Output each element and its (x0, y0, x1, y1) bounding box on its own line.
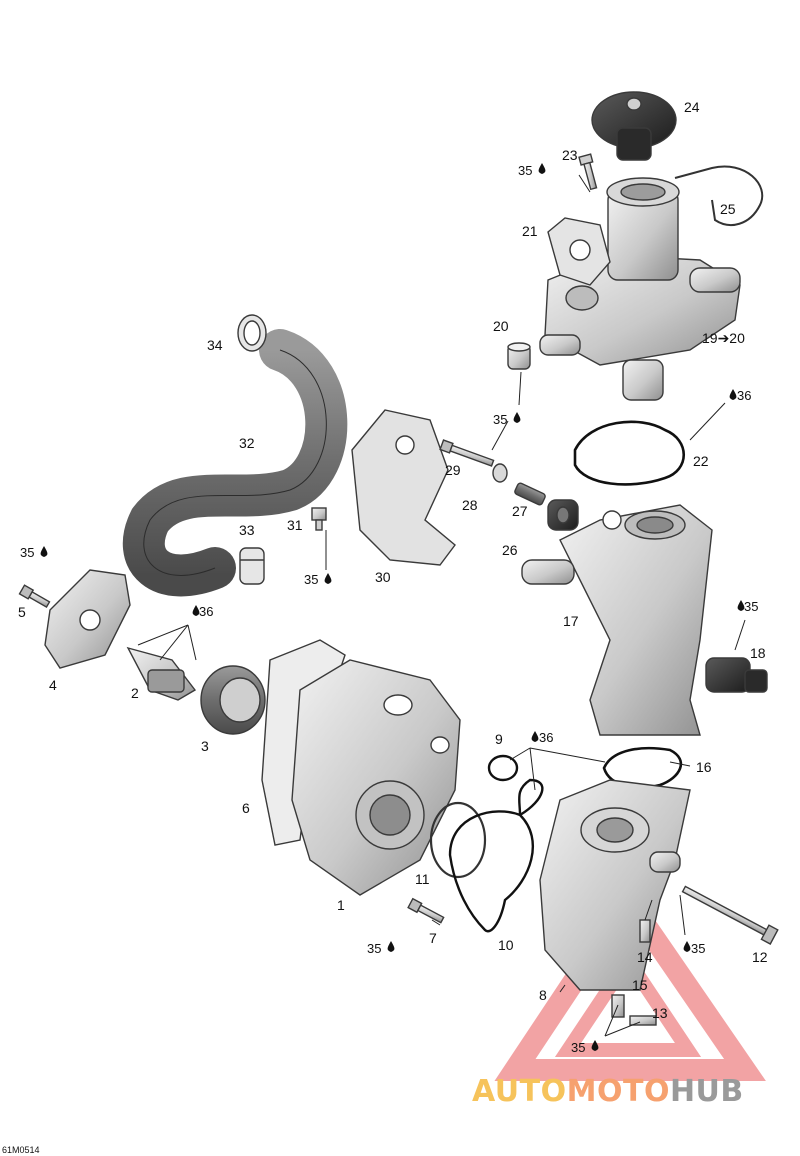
screw-14 (639, 919, 651, 943)
ref-35: 35 (493, 412, 507, 427)
ref-35: 35 (518, 163, 532, 178)
callout-28: 28 (462, 497, 478, 513)
bolt-12 (681, 885, 779, 945)
ref-36: 36 (199, 604, 213, 619)
callout-7: 7 (429, 930, 437, 946)
callout-25: 25 (720, 201, 736, 217)
water-pump-housing-17 (521, 504, 713, 736)
callout-21: 21 (522, 223, 538, 239)
callout-23: 23 (562, 147, 578, 163)
callout-33: 33 (239, 522, 255, 538)
callout-27: 27 (512, 503, 528, 519)
retaining-wire-25 (674, 165, 764, 226)
callout-9: 9 (495, 731, 503, 747)
main-housing-1 (291, 659, 461, 896)
callout-10: 10 (498, 937, 514, 953)
drop-icon (324, 573, 332, 584)
watermark-logo: AUTOMOTOHUB (472, 1074, 744, 1110)
callout-14: 14 (637, 949, 653, 965)
drop-icon (387, 941, 395, 952)
drop-icon (683, 941, 691, 952)
drop-icon (591, 1040, 599, 1051)
heat-shield-bracket (351, 409, 456, 566)
callout-11: 11 (415, 871, 430, 887)
temperature-sensor-18 (705, 657, 768, 693)
pressure-cap-24 (591, 91, 677, 161)
callout-24: 24 (684, 99, 700, 115)
watermark-triangle (494, 880, 766, 1081)
drive-plate-4 (44, 569, 131, 669)
leader-lines (137, 174, 746, 1037)
ref-35: 35 (304, 572, 318, 587)
ref-36: 36 (737, 388, 751, 403)
drop-icon (40, 546, 48, 557)
ref-35: 35 (20, 545, 34, 560)
o-ring-9 (487, 754, 519, 782)
lubricant-drop-icons (40, 163, 745, 1051)
o-ring-11 (429, 801, 487, 879)
hose-clamp-34 (237, 314, 267, 352)
screw-31 (311, 507, 327, 531)
callout-1: 1 (337, 897, 345, 913)
callout-26: 26 (502, 542, 518, 558)
drop-icon (192, 605, 200, 616)
callout-30: 30 (375, 569, 391, 585)
washer-28 (492, 463, 508, 483)
o-ring-22 (573, 420, 686, 486)
lubricant-ref-labels: 35 35 35 35 35 35 35 35 36 36 36 36 (20, 163, 758, 1055)
gasket-10 (448, 778, 544, 933)
callout-34: 34 (207, 337, 223, 353)
ref-35: 35 (571, 1040, 585, 1055)
ref-36: 36 (539, 730, 553, 745)
callout-5: 5 (18, 604, 26, 620)
callout-12: 12 (752, 949, 768, 965)
rotor-3 (200, 665, 266, 735)
screw-23 (578, 153, 598, 191)
impeller-shaft-2 (126, 646, 197, 701)
callout-16: 16 (696, 759, 712, 775)
callout-6: 6 (242, 800, 250, 816)
callout-18: 18 (750, 645, 766, 661)
callout-4: 4 (49, 677, 57, 693)
callout-20: 20 (493, 318, 509, 334)
callout-15: 15 (632, 977, 648, 993)
callout-29: 29 (445, 462, 461, 478)
callout-13: 13 (652, 1005, 668, 1021)
drop-icon (513, 412, 521, 423)
thermostat-housing-19 (539, 177, 741, 401)
callout-8: 8 (539, 987, 547, 1003)
bolt-29 (439, 439, 495, 467)
seal-20 (507, 342, 531, 370)
watermark-moto: MOTO (566, 1074, 670, 1109)
ref-35: 35 (691, 941, 705, 956)
drop-icon (531, 731, 539, 742)
screw-13 (629, 1015, 657, 1026)
pump-cover-8 (539, 779, 691, 991)
ref-35: 35 (367, 941, 381, 956)
callout-labels: 1 2 3 4 5 6 7 8 9 10 11 12 13 14 15 16 1… (18, 99, 768, 1021)
drop-icon (538, 163, 546, 174)
drop-icon (729, 389, 737, 400)
drop-icon (737, 600, 745, 611)
hose-clamp-33 (239, 547, 265, 585)
callout-19-20: 19➔20 (702, 330, 745, 346)
callout-22: 22 (693, 453, 709, 469)
watermark-auto: AUTO (472, 1074, 567, 1109)
bolt-7 (407, 897, 445, 924)
callout-2: 2 (131, 685, 139, 701)
callout-17: 17 (563, 613, 579, 629)
callout-31: 31 (287, 517, 303, 533)
callout-3: 3 (201, 738, 209, 754)
ref-35: 35 (744, 599, 758, 614)
screw-5 (18, 584, 51, 609)
coolant-hose (122, 329, 348, 597)
watermark-hub: HUB (669, 1074, 744, 1109)
spacer-27 (514, 482, 546, 506)
drawing-code: 61M0514 (2, 1145, 40, 1155)
callout-32: 32 (239, 435, 255, 451)
grommet-26 (547, 499, 579, 531)
